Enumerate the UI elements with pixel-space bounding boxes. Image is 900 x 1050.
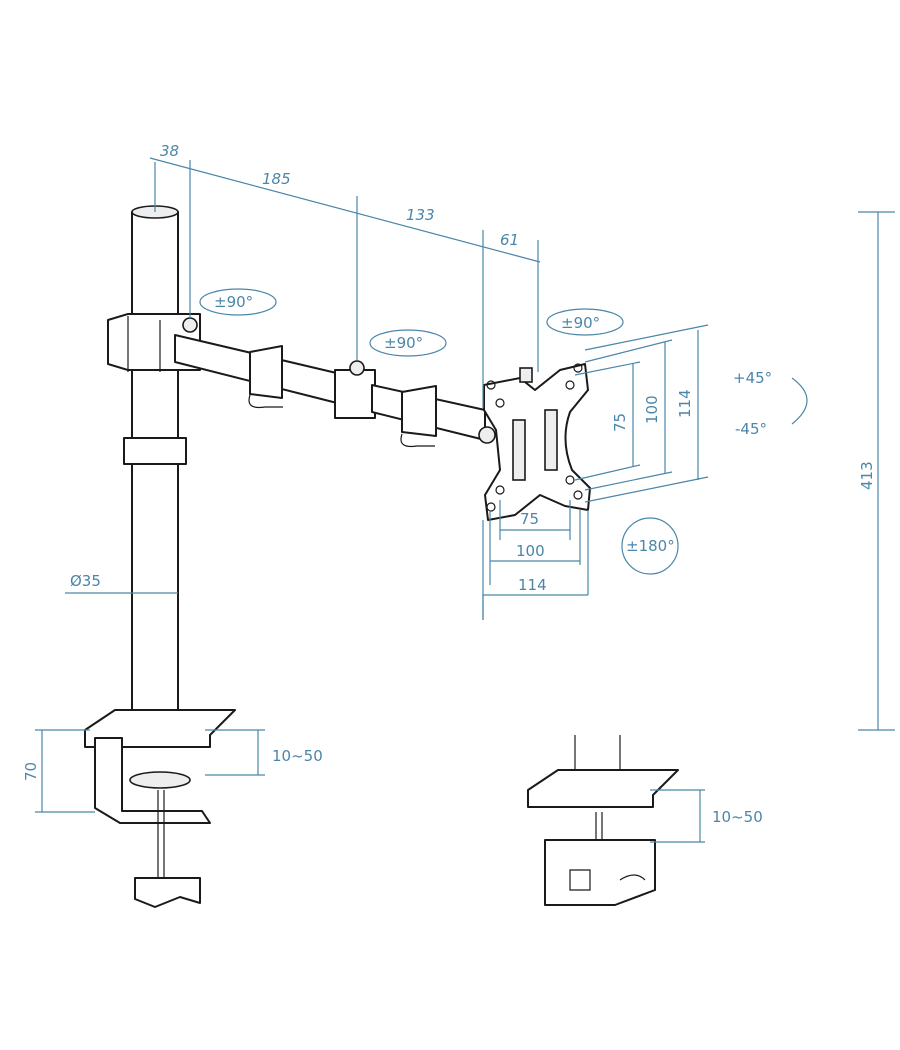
label-arm-segment-2: 133	[406, 206, 435, 224]
label-head-offset: 61	[500, 231, 519, 249]
rotation-arrow-icon	[621, 517, 679, 575]
dimension-lines	[35, 157, 895, 843]
rotation-arrow-icon	[369, 329, 447, 357]
label-vesa-v-114: 114	[676, 389, 694, 418]
label-arm-segment-1: 185	[262, 170, 291, 188]
label-rotation-arm-1: ±90°	[214, 293, 253, 311]
label-vesa-h-75: 75	[520, 510, 539, 528]
label-rotation-plate: ±180°	[626, 537, 675, 555]
label-vesa-v-100: 100	[643, 395, 661, 424]
vesa-plate	[478, 363, 591, 521]
tilt-arrow-icon	[791, 377, 808, 425]
label-total-height: 413	[858, 461, 876, 490]
label-clamp-height: 70	[22, 762, 40, 781]
arm-elbow-joint	[334, 360, 376, 419]
label-vesa-v-75: 75	[611, 413, 629, 432]
label-pole-offset: 38	[160, 142, 179, 160]
label-clamp-range-1: 10~50	[272, 747, 323, 765]
label-tilt-down: -45°	[735, 420, 767, 438]
label-rotation-arm-2: ±90°	[384, 334, 423, 352]
arm-segment-2	[371, 384, 486, 448]
desk-clamp-side	[527, 735, 679, 906]
label-tilt-up: +45°	[733, 369, 772, 387]
label-vesa-h-100: 100	[516, 542, 545, 560]
pole	[123, 205, 187, 723]
label-rotation-head: ±90°	[561, 314, 600, 332]
dimension-labels: 38 185 133 61 ±90° ±90° ±90° +45° -45° 7…	[22, 142, 876, 826]
arm-segment-1	[174, 334, 346, 409]
rotation-arrow-icon	[199, 288, 277, 316]
rotation-arrow-icon	[546, 308, 624, 336]
label-vesa-h-114: 114	[518, 576, 547, 594]
label-clamp-range-2: 10~50	[712, 808, 763, 826]
pole-collar	[123, 437, 187, 465]
label-pole-diameter: Ø35	[70, 572, 101, 590]
desk-clamp-front	[84, 709, 236, 908]
rotation-arrows	[199, 288, 808, 575]
